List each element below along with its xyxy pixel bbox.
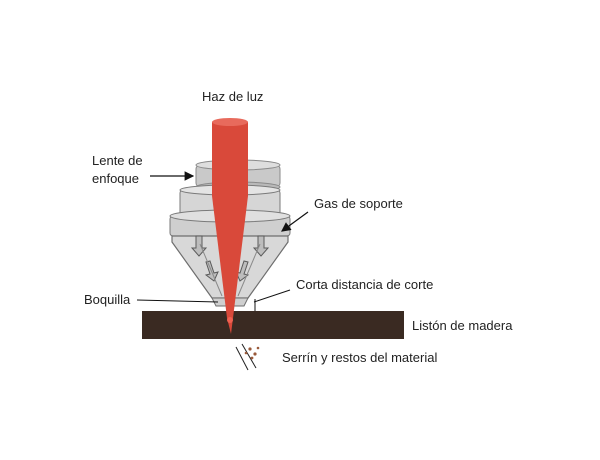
nozzle-label: Boquilla [84,292,131,307]
wood-strip [142,311,404,339]
debris-label: Serrín y restos del material [282,350,438,365]
nozzle-pointer-line [136,299,219,303]
beam-label: Haz de luz [202,89,264,104]
lens-label-line2: enfoque [92,171,139,186]
lens-label-line1: Lente de [92,153,143,168]
gas-label: Gas de soporte [314,196,403,211]
wood-label: Listón de madera [412,318,513,333]
distance-pointer-line [253,289,291,303]
gas-pointer-arrow [281,211,309,232]
laser-beam [212,118,248,334]
debris-particles [235,343,260,371]
distance-label: Corta distancia de corte [296,277,434,292]
